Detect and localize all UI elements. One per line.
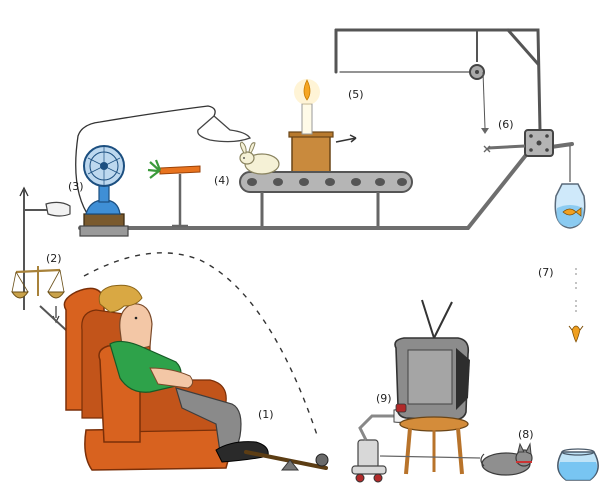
fishbowl (557, 448, 599, 481)
candle-box (288, 79, 357, 175)
label-step-4: (4) (214, 174, 230, 187)
label-step-1: (1) (258, 408, 274, 421)
label-step-6: (6) (498, 118, 514, 131)
hanging-fish-bag (554, 146, 586, 229)
cat (480, 442, 533, 476)
rabbit (239, 141, 280, 175)
ball-trajectory (83, 252, 319, 439)
armchair (63, 287, 235, 471)
roller-skate-pusher (351, 409, 411, 483)
label-step-8: (8) (518, 428, 534, 441)
label-step-7: (7) (538, 266, 554, 279)
lever-ball (244, 450, 329, 471)
label-step-9: (9) (376, 392, 392, 405)
wire-and-cloth (75, 105, 251, 219)
label-step-5: (5) (348, 88, 364, 101)
television (394, 299, 470, 421)
fan (79, 145, 129, 237)
label-step-3: (3) (68, 180, 84, 193)
pulley (469, 30, 489, 134)
carrot-on-stick (147, 159, 201, 228)
crane-frame (334, 28, 542, 132)
man-sitting (98, 284, 269, 463)
falling-fish (568, 268, 584, 343)
stool (379, 416, 481, 475)
conveyor-belt (239, 171, 413, 226)
label-step-2: (2) (46, 252, 62, 265)
hinge-box (483, 129, 554, 157)
